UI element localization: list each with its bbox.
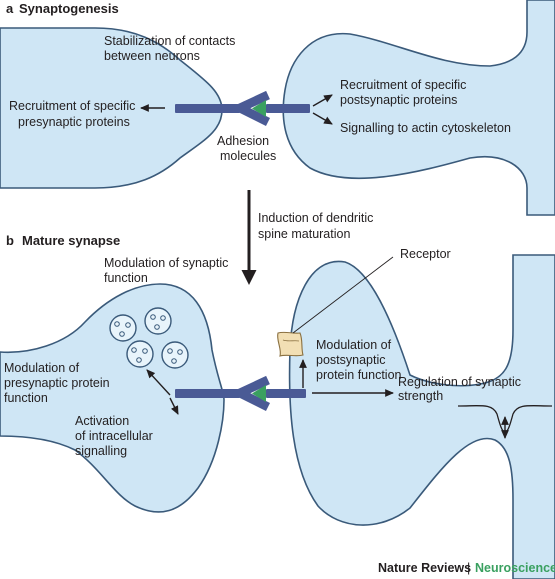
stabilization-label-1: Stabilization of contacts (104, 34, 235, 48)
footer-separator: | (467, 561, 470, 575)
journal-footer: Nature Reviews | Neuroscience (378, 561, 555, 575)
signalling-arrow (169, 397, 179, 415)
panel-b-title: Mature synapse (22, 233, 120, 248)
stabilization-label-2: between neurons (104, 49, 200, 63)
presyn-recruit-label-2: presynaptic proteins (18, 115, 130, 129)
synaptic-vesicles (109, 307, 189, 369)
vesicle (126, 340, 154, 368)
panel-b: b Mature synapse (0, 233, 555, 579)
adhesion-label-2: molecules (220, 149, 276, 163)
panel-b-letter: b (6, 233, 14, 248)
presyn-recruit-label-1: Recruitment of specific (9, 99, 135, 113)
actin-arrow (312, 112, 333, 125)
modulation-post-label-3: protein function (316, 368, 402, 382)
activation-label-1: Activation (75, 414, 129, 428)
adhesion-label-1: Adhesion (217, 134, 269, 148)
receptor-label: Receptor (400, 247, 451, 261)
postsyn-recruit-arrow (312, 94, 333, 107)
panel-a: a Synaptogenesis Stabilization of contac… (0, 0, 555, 216)
presynaptic-terminal-b (0, 283, 225, 513)
postsyn-recruit-label-1: Recruitment of specific (340, 78, 466, 92)
vesicle (109, 314, 137, 342)
journal-section: Neuroscience (475, 561, 555, 575)
postsyn-recruit-label-2: postsynaptic proteins (340, 93, 457, 107)
panel-a-title: Synaptogenesis (19, 1, 119, 16)
activation-label-2: of intracellular (75, 429, 153, 443)
transition-label-2: spine maturation (258, 227, 350, 241)
adhesion-molecules-a (175, 90, 310, 127)
modulation-pre-label-2: presynaptic protein (4, 376, 110, 390)
regulation-label-1: Regulation of synaptic (398, 375, 521, 389)
transition: Induction of dendritic spine maturation (241, 190, 373, 285)
receptor-pointer (292, 256, 394, 334)
postsynaptic-spine-a (282, 0, 555, 216)
activation-label-3: signalling (75, 444, 127, 458)
panel-a-letter: a (6, 1, 14, 16)
modulation-synaptic-label-2: function (104, 271, 148, 285)
postsynaptic-spine-b (288, 254, 555, 579)
vesicle (161, 341, 189, 369)
modulation-pre-label-3: function (4, 391, 48, 405)
transition-label-1: Induction of dendritic (258, 211, 373, 225)
modulation-synaptic-label-1: Modulation of synaptic (104, 256, 228, 270)
journal-name: Nature Reviews (378, 561, 471, 575)
adhesion-molecules-b (175, 375, 306, 412)
actin-label: Signalling to actin cytoskeleton (340, 121, 511, 135)
presyn-modulation-arrow (146, 369, 171, 396)
receptor-icon (277, 331, 304, 357)
regulation-label-2: strength (398, 389, 443, 403)
modulation-pre-label-1: Modulation of (4, 361, 80, 375)
modulation-post-label-2: postsynaptic (316, 353, 385, 367)
modulation-post-label-1: Modulation of (316, 338, 392, 352)
vesicle (144, 307, 172, 335)
